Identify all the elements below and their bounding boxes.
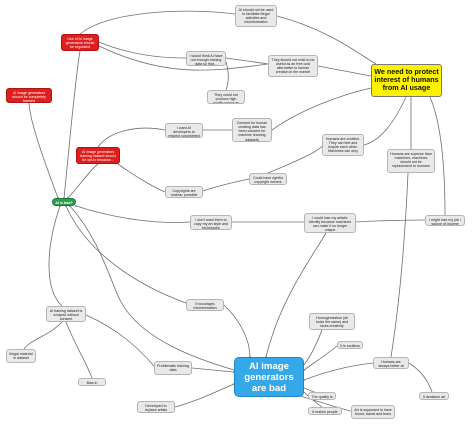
connector-line-32 [303, 345, 338, 371]
connector-line-36 [299, 395, 352, 412]
central-node-ai-bad[interactable]: AI image generators are bad [234, 357, 304, 397]
connector-line-13 [117, 163, 166, 193]
node-replace-artists[interactable]: Developed to replace artists [137, 401, 175, 413]
connector-line-16 [363, 96, 407, 146]
node-copy-my-art-style[interactable]: I don't want them to copy my art style a… [190, 215, 232, 230]
node-illegal-material[interactable]: Illegal material in dataset [6, 349, 36, 363]
connector-line-33 [303, 362, 374, 381]
connector-line-28 [191, 367, 235, 373]
connector-dot-3 [75, 205, 77, 207]
source-node-ai-bad[interactable]: AI is bad? [52, 198, 76, 206]
connector-line-38 [390, 172, 409, 358]
connector-line-34 [303, 387, 316, 393]
connector-line-30 [223, 304, 251, 358]
node-homogenization[interactable]: Homogenization (all looks the same) and … [309, 313, 355, 330]
connector-line-27 [85, 314, 155, 367]
connector-line-22 [48, 205, 63, 307]
connector-line-20 [355, 219, 426, 223]
connector-line-35 [303, 391, 323, 408]
connector-line-21 [429, 96, 446, 216]
connector-line-18 [75, 205, 191, 223]
connector-line-12 [271, 87, 372, 131]
node-devalues-art[interactable]: It devalues art [419, 392, 449, 400]
connector-line-8 [317, 65, 372, 77]
connector-line-1 [28, 102, 59, 199]
node-lose-job[interactable]: I might lose my job / source of income [425, 215, 465, 226]
connector-line-24 [69, 205, 235, 371]
connector-line-14 [202, 178, 250, 192]
connector-line-4 [98, 41, 187, 59]
connector-line-31 [303, 329, 323, 366]
connector-line-25 [23, 321, 63, 350]
node-low-quality-output[interactable]: They could not produce high quality outp… [207, 90, 245, 104]
alert-node-regulate-ai[interactable]: Use of AI image generators should be reg… [61, 34, 99, 51]
node-quality-bad[interactable]: The quality is bad [308, 392, 336, 400]
connector-line-10 [97, 127, 166, 148]
node-art-blood-sweat-tears[interactable]: Art is supposed to have blood, sweat and… [351, 405, 395, 419]
node-humans-are-creative[interactable]: Humans are creative. They can feel and i… [322, 134, 364, 156]
connector-line-26 [65, 321, 93, 379]
connector-line-3 [79, 10, 236, 35]
connector-line-6 [225, 57, 269, 65]
node-problematic-training-data[interactable]: Problematic training data [154, 361, 192, 375]
connector-line-23 [65, 205, 187, 304]
node-copyright-infringement[interactable]: Copyrights are unclear, possible infring… [165, 186, 203, 198]
connector-line-39 [265, 232, 327, 358]
alert-node-opt-in-dataset[interactable]: AI image generators training dataset sho… [76, 147, 120, 164]
node-respect-copyright-owners[interactable]: I want AI developers to respect copyrigh… [165, 123, 203, 138]
node-facilitate-illegal[interactable]: AI should not be used to facilitate ille… [235, 5, 277, 27]
node-soulless[interactable]: It is soulless [337, 341, 363, 349]
node-encourages-misinformation[interactable]: Encourages misinformation [186, 299, 224, 311]
connector-line-9 [225, 61, 229, 91]
goal-node-protect-humans[interactable]: We need to protect interest of humans fr… [371, 64, 442, 97]
connector-line-2 [67, 163, 99, 199]
node-bias-in-dataset[interactable]: Bias in dataset [78, 378, 106, 386]
node-dataset-scraped[interactable]: AI training dataset is scraped without c… [46, 306, 86, 322]
node-makes-people-lazy[interactable]: It makes people lazy [308, 407, 342, 415]
alert-node-ban-ai[interactable]: AI image generators should be completely… [6, 88, 52, 103]
connector-line-37 [408, 362, 433, 393]
node-not-enough-training-data[interactable]: I would think AI have not enough trainin… [186, 51, 226, 66]
node-should-not-exist[interactable]: They should not exist to be useful as an… [268, 55, 318, 77]
node-humans-superior[interactable]: Humans are superior than machines, machi… [387, 149, 435, 173]
node-consent-for-datasets[interactable]: Consent for human creating data has been… [232, 118, 272, 142]
node-lose-artistic-identity[interactable]: I could lose my artistic identity becaus… [304, 213, 356, 233]
connector-line-5 [98, 45, 269, 71]
connector-line-0 [63, 50, 81, 199]
connector-line-7 [276, 15, 377, 65]
node-rightful-copyright-owners[interactable]: Could have rightful copyright owners [249, 173, 287, 185]
connector-line-29 [174, 383, 235, 408]
connector-line-15 [267, 145, 323, 174]
node-humans-better-at-art[interactable]: Humans are always better at art [373, 357, 409, 369]
